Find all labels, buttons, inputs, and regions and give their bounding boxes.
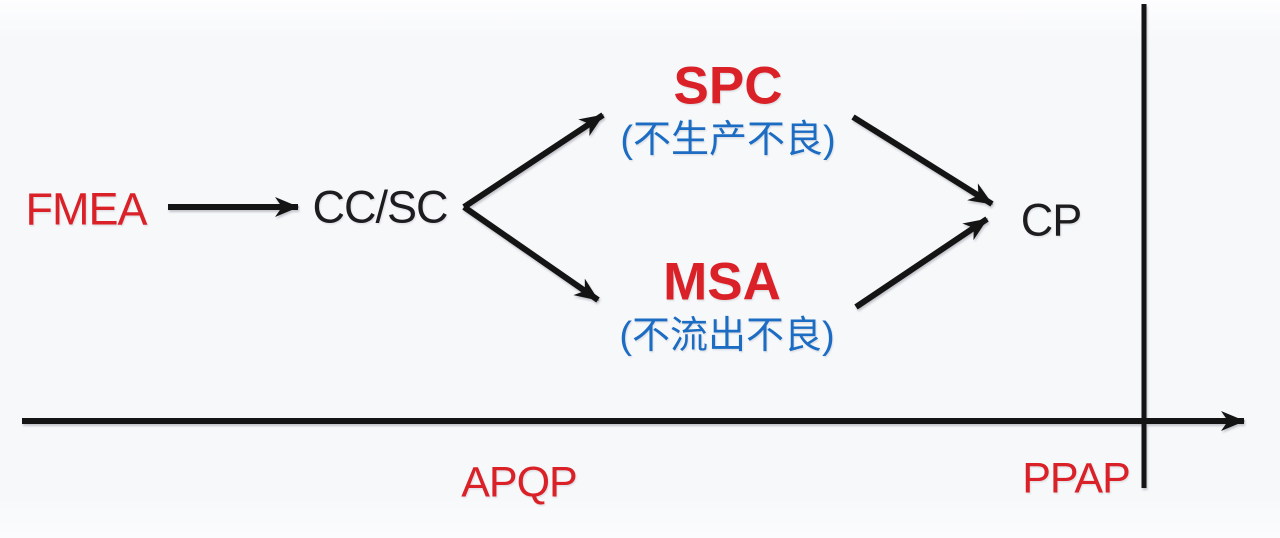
arrow-ccsc-to-msa <box>462 204 600 303</box>
timeline-apqp-label: APQP <box>461 458 577 507</box>
node-spc-note: (不生产不良) <box>620 119 836 161</box>
arrow-msa-to-cp <box>854 216 989 310</box>
node-msa-note: (不流出不良) <box>619 315 835 357</box>
timeline-ppap-label: PPAP <box>1022 454 1131 503</box>
arrow-ccsc-to-spc <box>462 112 605 210</box>
node-ccsc-label: CC/SC <box>312 181 448 233</box>
node-cp-label: CP <box>1020 194 1083 246</box>
node-spc-label: SPC <box>673 56 783 116</box>
arrow-spc-to-cp <box>851 114 994 207</box>
node-msa-label: MSA <box>663 252 781 312</box>
node-fmea-label: FMEA <box>25 183 147 235</box>
